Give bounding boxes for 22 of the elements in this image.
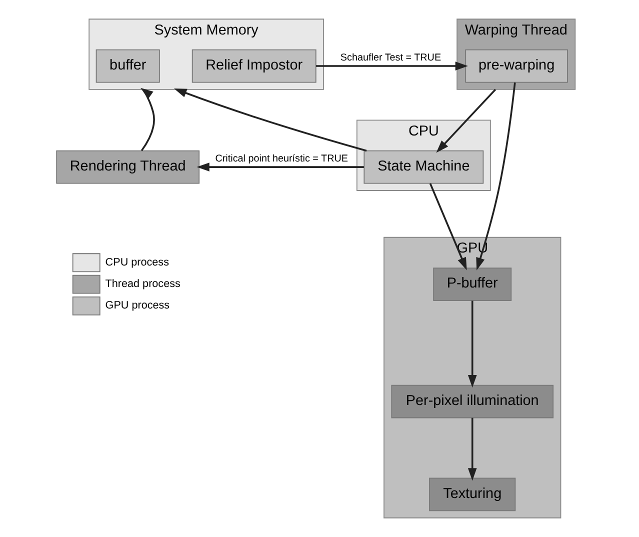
- node-box: pre-warping: [465, 49, 568, 83]
- arrow: [436, 88, 496, 153]
- node-box: Per-pixel illumination: [391, 384, 554, 418]
- node-box: Relief Impostor: [192, 49, 316, 83]
- legend-label: CPU process: [105, 256, 170, 268]
- legend-label: GPU process: [105, 300, 170, 312]
- node-box: Texturing: [429, 478, 516, 512]
- arrow: [468, 418, 477, 481]
- node-box: State Machine: [364, 150, 484, 184]
- node-box: Rendering Thread: [56, 150, 200, 184]
- arrow: [196, 162, 364, 172]
- arrow: [140, 88, 155, 152]
- arrow: [476, 82, 516, 270]
- edge-label: Critical point heurístic = TRUE: [215, 153, 348, 164]
- arrow: [429, 183, 467, 270]
- edge-label: Schaufler Test = TRUE: [340, 52, 442, 64]
- arrow: [468, 300, 477, 388]
- arrow: [316, 62, 468, 70]
- arrow: [174, 88, 367, 152]
- node-box: P-buffer: [433, 268, 512, 301]
- legend-label: Thread process: [105, 278, 180, 290]
- node-box: buffer: [96, 49, 160, 83]
